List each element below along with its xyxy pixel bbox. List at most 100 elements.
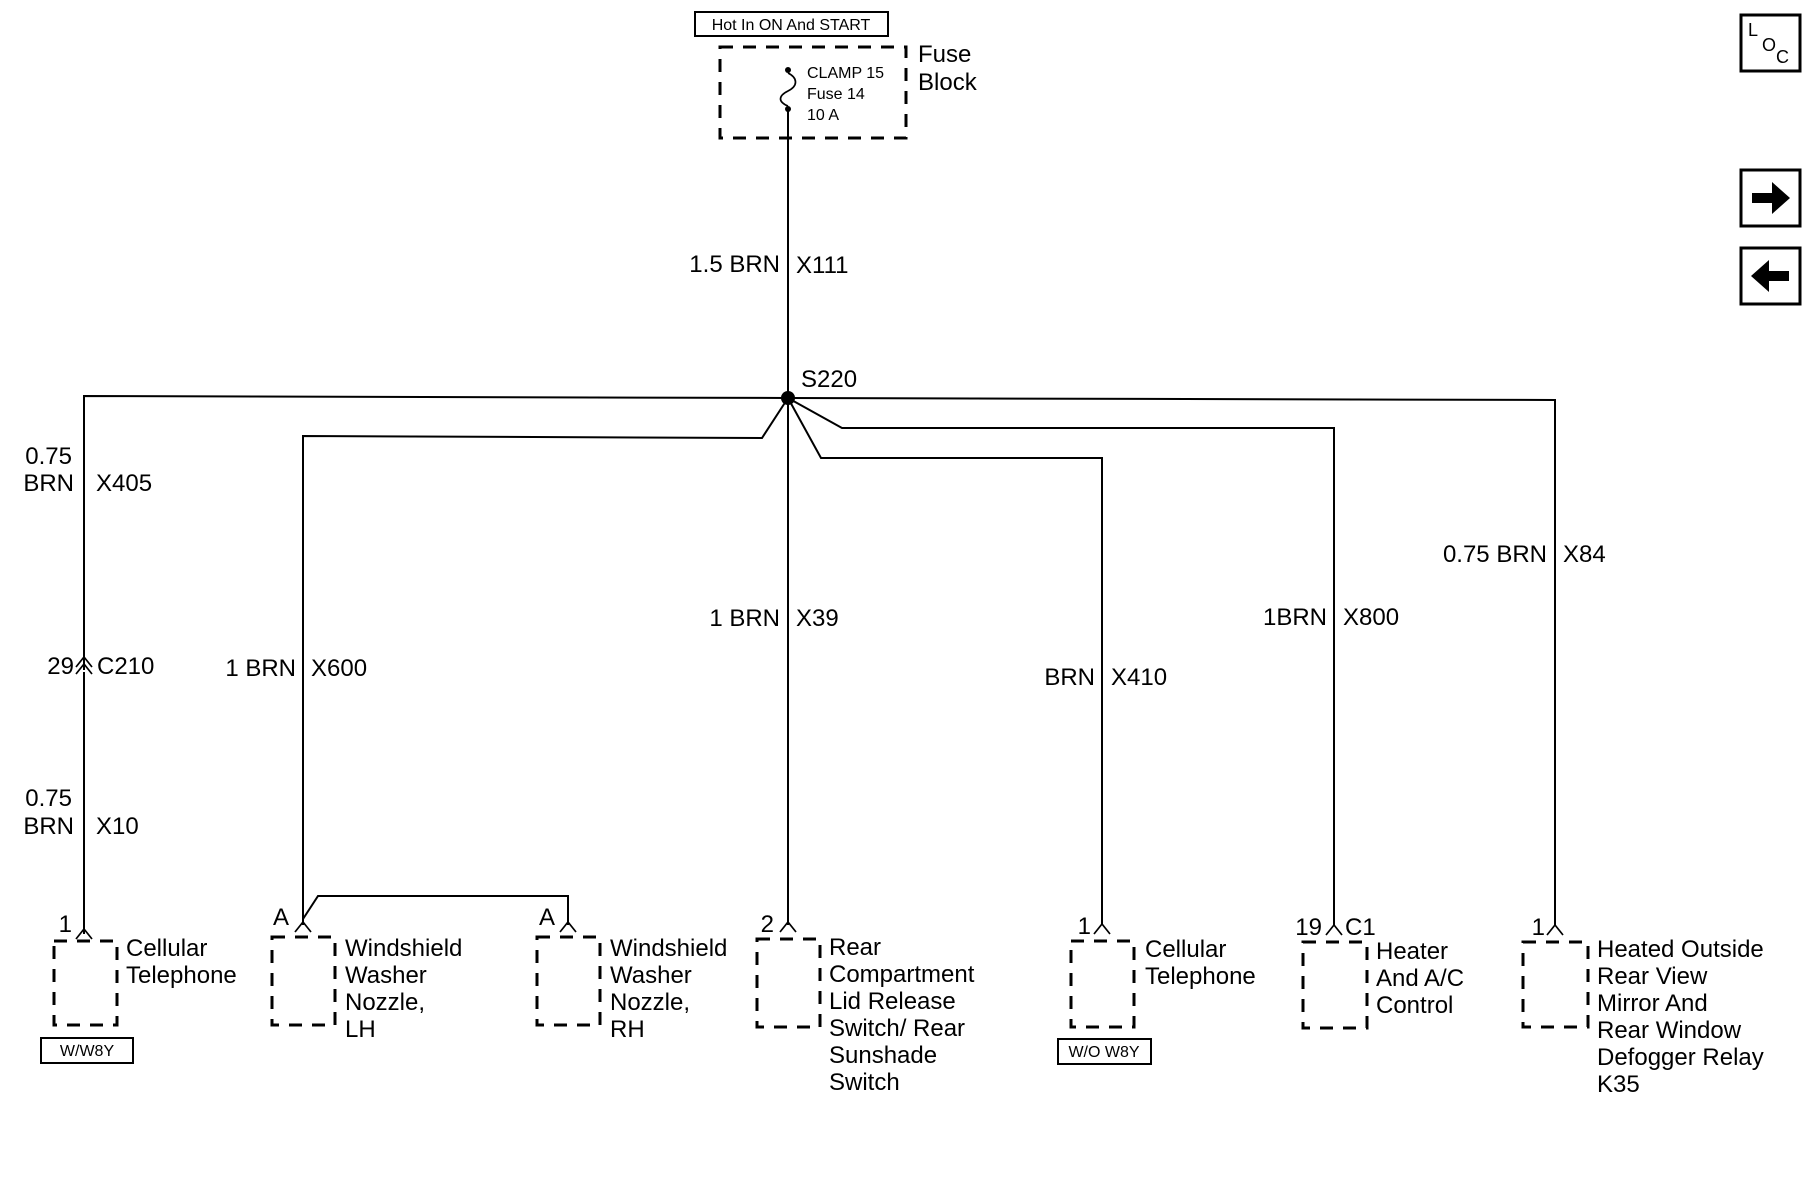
option-badge-w-w8y-label: W/W8Y: [60, 1043, 115, 1060]
heater-outline: [1301, 940, 1369, 1030]
wire-x600-size-color: 1 BRN: [225, 655, 296, 682]
heater-line3: Control: [1376, 992, 1453, 1019]
fuse-symbol: [779, 67, 797, 112]
relay-line5: Defogger Relay: [1597, 1044, 1764, 1071]
relay-line6: K35: [1597, 1071, 1640, 1098]
fuse-rating-label: 10 A: [807, 107, 839, 124]
rear-lid-outline: [755, 937, 822, 1029]
terminal-icon: [294, 920, 312, 933]
fuse-number-label: Fuse 14: [807, 86, 865, 103]
relay-outline: [1521, 940, 1590, 1029]
component-heater-ac-control: 19 C1 Heater And A/C Control: [1295, 914, 1464, 1030]
wire-x84: [787, 397, 1556, 925]
fuse-clamp-label: CLAMP 15: [807, 65, 884, 82]
component-washer-nozzle-lh: A Windshield Washer Nozzle, LH: [270, 904, 462, 1043]
connector-c210-symbol: [75, 655, 93, 675]
washer-lh-line2: Washer: [345, 962, 427, 989]
rear-lid-line5: Sunshade: [829, 1042, 937, 1069]
cell-phone-1-line1: Cellular: [126, 935, 207, 962]
washer-lh-line1: Windshield: [345, 935, 462, 962]
option-badge-wo-w8y: [1057, 1038, 1152, 1065]
wire-x800: [787, 397, 1335, 925]
wire-x10-size: 0.75: [25, 785, 72, 812]
fuse-block-outline: [718, 45, 908, 140]
washer-rh-line1: Windshield: [610, 935, 727, 962]
cell-phone-1-line2: Telephone: [126, 962, 237, 989]
cell-phone-2-line2: Telephone: [1145, 963, 1256, 990]
loc-letter-o: O: [1762, 35, 1776, 55]
relay-line4: Rear Window: [1597, 1017, 1742, 1044]
rear-lid-line2: Compartment: [829, 961, 975, 988]
wire-washer-jumper: [302, 895, 569, 925]
terminal-icon: [559, 920, 577, 933]
wire-x10-color: BRN: [23, 813, 74, 840]
cell-phone-2-pin: 1: [1078, 913, 1091, 940]
cell-phone-2-outline: [1069, 939, 1136, 1029]
connector-c210-pin: 29: [47, 653, 74, 680]
wire-x111-size-color: 1.5 BRN: [689, 251, 780, 278]
washer-lh-line4: LH: [345, 1016, 376, 1043]
wire-x39-size-color: 1 BRN: [709, 605, 780, 632]
wire-x111-circuit: X111: [796, 252, 849, 279]
connector-c210-label: C210: [97, 653, 154, 680]
hot-in-label: Hot In ON And START: [712, 17, 871, 34]
wire-x800-circuit: X800: [1343, 604, 1399, 631]
rear-lid-line1: Rear: [829, 934, 881, 961]
heater-line1: Heater: [1376, 938, 1448, 965]
cell-phone-2-line1: Cellular: [1145, 936, 1226, 963]
heater-connector: C1: [1345, 914, 1376, 941]
relay-line2: Rear View: [1597, 963, 1708, 990]
component-defogger-relay-k35: 1 Heated Outside Rear View Mirror And Re…: [1521, 914, 1764, 1098]
wire-x410: [787, 397, 1103, 925]
washer-lh-outline: [270, 935, 337, 1027]
wire-x405-circuit: X405: [96, 470, 152, 497]
terminal-icon: [1093, 922, 1111, 935]
arrow-right-icon: [1752, 182, 1790, 214]
rear-lid-pin: 2: [761, 911, 774, 938]
cell-phone-1-outline: [52, 939, 119, 1027]
terminal-icon: [1325, 923, 1343, 936]
arrow-left-icon: [1751, 260, 1789, 292]
component-washer-nozzle-rh: A Windshield Washer Nozzle, RH: [535, 904, 727, 1043]
loc-letter-c: C: [1776, 47, 1789, 67]
terminal-icon: [779, 920, 797, 933]
wire-x600-circuit: X600: [311, 655, 367, 682]
washer-rh-line3: Nozzle,: [610, 989, 690, 1016]
component-cellular-telephone-1: 1 Cellular Telephone W/W8Y: [40, 911, 237, 1064]
loc-button[interactable]: L O C: [1739, 13, 1802, 73]
splice-s220-label: S220: [801, 366, 857, 393]
fuse-block-label-line1: Fuse: [918, 41, 971, 68]
washer-rh-line4: RH: [610, 1016, 645, 1043]
component-cellular-telephone-2: 1 Cellular Telephone W/O W8Y: [1057, 913, 1256, 1065]
washer-rh-line2: Washer: [610, 962, 692, 989]
wire-x405: [83, 394, 789, 670]
washer-lh-line3: Nozzle,: [345, 989, 425, 1016]
wire-x84-size-color: 0.75 BRN: [1443, 541, 1547, 568]
wire-x410-size-color: BRN: [1044, 664, 1095, 691]
wire-x39-circuit: X39: [796, 605, 839, 632]
washer-lh-pin: A: [273, 904, 289, 931]
heater-pin: 19: [1295, 914, 1322, 941]
wire-x405-size: 0.75: [25, 443, 72, 470]
wire-x410-circuit: X410: [1111, 664, 1167, 691]
forward-button[interactable]: [1739, 168, 1802, 228]
wire-x800-size-color: 1BRN: [1263, 604, 1327, 631]
relay-line1: Heated Outside: [1597, 936, 1764, 963]
wire-x405-color: BRN: [23, 470, 74, 497]
option-badge-wo-w8y-label: W/O W8Y: [1068, 1044, 1139, 1061]
back-button[interactable]: [1739, 246, 1802, 306]
component-rear-lid-release-switch: 2 Rear Compartment Lid Release Switch/ R…: [755, 911, 975, 1096]
rear-lid-line4: Switch/ Rear: [829, 1015, 965, 1042]
wire-x84-circuit: X84: [1563, 541, 1606, 568]
wire-x10-circuit: X10: [96, 813, 139, 840]
rear-lid-line6: Switch: [829, 1069, 900, 1096]
option-badge-w-w8y: [40, 1037, 134, 1064]
loc-letter-l: L: [1748, 20, 1758, 40]
washer-rh-outline: [535, 935, 602, 1027]
fuse-block-label-line2: Block: [918, 69, 978, 96]
cell-phone-1-pin: 1: [59, 911, 72, 938]
heater-line2: And A/C: [1376, 965, 1464, 992]
washer-rh-pin: A: [539, 904, 555, 931]
terminal-icon: [1546, 923, 1564, 936]
